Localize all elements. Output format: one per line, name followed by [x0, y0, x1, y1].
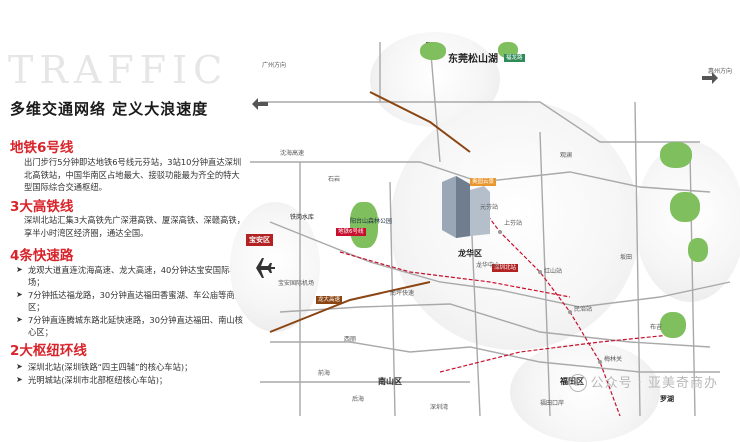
section-title-hub: 2大枢纽环线 [10, 343, 87, 359]
road-line [260, 42, 381, 103]
label-sub: 前海 [318, 370, 331, 377]
label-huizhou: 惠州方向 [708, 68, 733, 75]
traffic-watermark-title: TRAFFIC [8, 48, 229, 92]
label-nanshan: 南山区 [378, 377, 402, 386]
page-headline: 多维交通网络 定义大浪速度 [10, 100, 209, 118]
green-area [670, 192, 700, 222]
label-sub: 后海 [352, 396, 365, 403]
label-park: 阳台山森林公园 [350, 218, 393, 225]
road-network [250, 42, 731, 416]
label-sub: 沈海高速 [280, 150, 305, 157]
metro-station-dot [598, 360, 602, 364]
green-area [660, 142, 692, 168]
bullet-icon: ➤ [16, 315, 23, 324]
green-area [688, 238, 708, 262]
label-luohu: 罗湖 [660, 395, 674, 403]
metro-station-dot [538, 270, 542, 274]
label-sub: 西丽 [344, 336, 357, 343]
green-area [350, 202, 378, 248]
section-title-rail: 3大高铁线 [10, 199, 74, 215]
section-title-metro: 地铁6号线 [10, 140, 74, 156]
label-sub: 坂田 [620, 254, 633, 261]
list-item: ➤深圳北站(深圳铁路“四主四辅”的核心车站)； [16, 362, 193, 372]
road-tag: 福龙路 [504, 54, 525, 62]
list-item: ➤龙观大道直连沈海高速、龙大高速，40分钟达宝安国际机场； [16, 265, 238, 287]
label-dongguan: 东莞松山湖 [448, 54, 498, 65]
road-line [389, 181, 396, 416]
metro-line [469, 191, 621, 416]
expressway-list: ➤龙观大道直连沈海高速、龙大高速，40分钟达宝安国际机场； ➤7分钟抵达福龙路，… [14, 264, 246, 339]
footer-watermark: ◎公众号 · 亚美奇商办 [568, 372, 718, 392]
project-building [432, 174, 492, 238]
map-bubble-east [635, 142, 740, 302]
metro-tag: 地铁6号线 [336, 228, 366, 236]
road-line [270, 341, 720, 373]
tower-shape [456, 176, 470, 238]
metro-line [339, 251, 571, 298]
bullet-icon: ➤ [16, 265, 23, 274]
label-guangzhou: 广州方向 [262, 62, 287, 69]
road-line [634, 101, 641, 416]
list-item: ➤光明城站(深圳市北部枢纽核心车站)； [16, 375, 168, 385]
tower-shape [470, 186, 490, 236]
bullet-icon: ➤ [16, 290, 23, 299]
arrow-west-icon [252, 98, 268, 110]
section-title-expressway: 4条快速路 [10, 248, 74, 264]
section-body-rail: 深圳北站汇集3大高铁先广深港高铁、厦深高铁、深赣高铁，享半小时湾区经济圈，通达全… [24, 215, 245, 238]
label-airport: 宝安国际机场 [278, 280, 315, 287]
green-area [660, 312, 686, 338]
bullet-icon: ➤ [16, 362, 23, 371]
text-panel: TRAFFIC 多维交通网络 定义大浪速度 地铁6号线 出门步行5分钟即达地铁6… [0, 0, 250, 416]
label-baoan: 宝安区 [246, 234, 273, 246]
road-line [429, 42, 441, 163]
metro-station-dot [568, 310, 572, 314]
list-item: ➤7分钟抵达福龙路，30分钟直达福田香蜜湖、车公庙等商务区； [16, 290, 243, 312]
label-sub: 红山站 [544, 268, 563, 275]
label-sub: 深圳湾 [430, 404, 449, 411]
metro-station-dot [498, 230, 502, 234]
project-tag: 奥园云景 [470, 178, 497, 186]
label-sub: 石岩 [328, 176, 341, 183]
wechat-icon: ◎ [568, 374, 587, 392]
traffic-map: 东莞松山湖 宝安区 龙华区 南山区 福田区 罗湖 奥园云景 阳台山森林公园 深圳… [230, 32, 740, 442]
label-sub: 民治站 [574, 306, 593, 313]
highway-tag: 龙大高速 [316, 296, 343, 304]
bullet-icon: ➤ [16, 375, 23, 384]
label-sub: 上芬站 [504, 220, 523, 227]
road-line [250, 161, 711, 193]
list-item: ➤7分钟直连腾城东路北延快速路，30分钟直达福田、南山核心区； [16, 315, 243, 337]
label-sub: 元芬站 [480, 204, 499, 211]
label-tiegang: 铁岗水库 [290, 214, 315, 221]
arrow-east-icon [702, 72, 718, 84]
label-sub: 南坪快速 [390, 290, 415, 297]
section-body-metro: 出门步行5分钟即达地铁6号线元芬站，3站10分钟直达深圳北高铁站，中国华南区占地… [24, 157, 242, 192]
label-sub: 观澜 [560, 152, 573, 159]
road-line [539, 131, 551, 416]
label-sub: 福田口岸 [540, 400, 565, 407]
metro-line [439, 333, 681, 373]
road-line [380, 101, 700, 143]
label-sub: 梅林关 [604, 356, 623, 363]
label-shenzhen-north: 深圳北站 [492, 264, 519, 272]
highway-line [369, 91, 471, 153]
highway-line [269, 281, 431, 333]
road-line [269, 221, 731, 308]
label-longhua-sub: 龙华中心 [476, 262, 501, 269]
airport-icon [256, 258, 275, 278]
road-line [279, 303, 711, 348]
label-sub: 布吉 [650, 324, 663, 331]
hub-list: ➤深圳北站(深圳铁路“四主四辅”的核心车站)； ➤光明城站(深圳市北部枢纽核心车… [14, 361, 246, 387]
green-area [420, 42, 446, 60]
label-longhua: 龙华区 [458, 249, 482, 258]
